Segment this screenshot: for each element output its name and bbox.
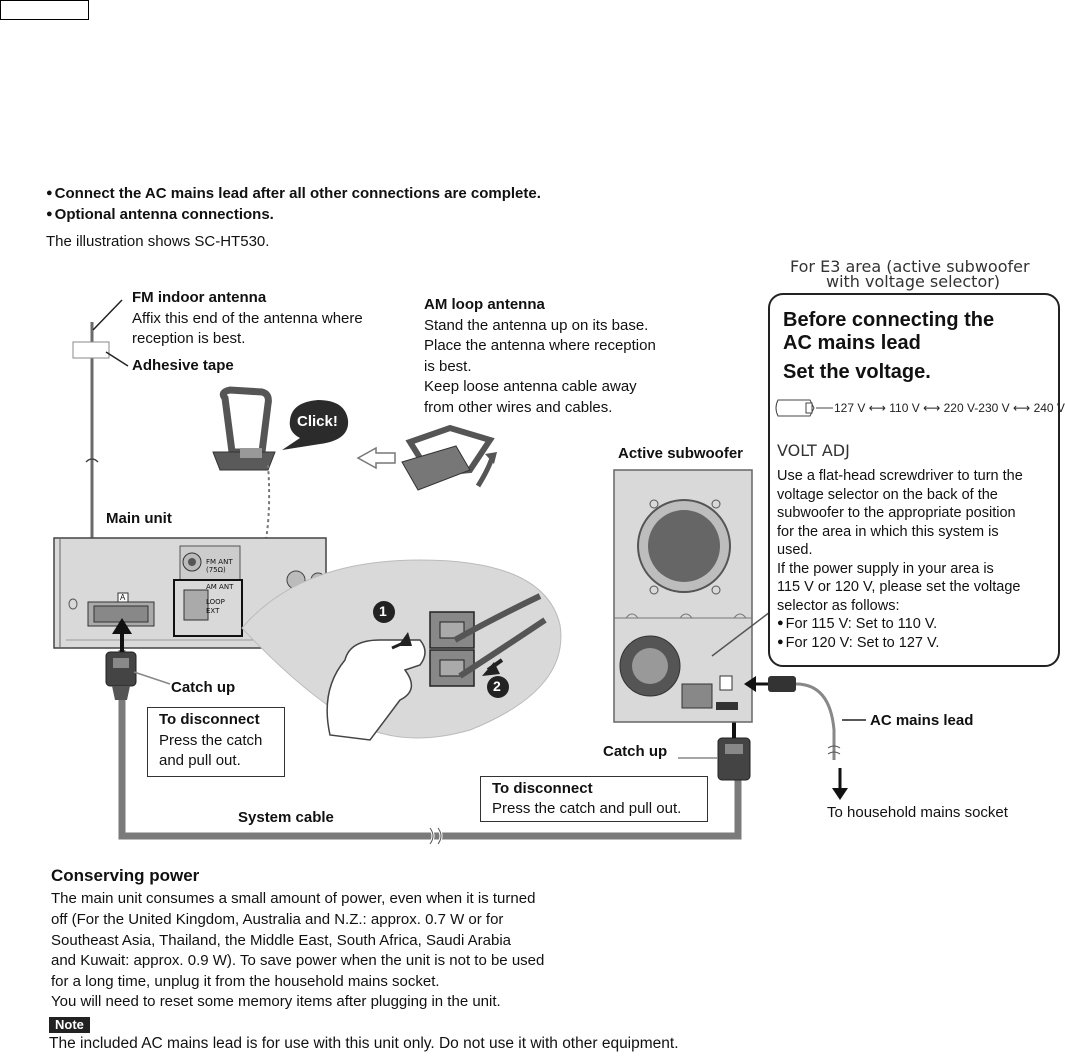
disconnect-left-line1: Press the catch — [159, 732, 263, 749]
am-loop-antenna-standing — [212, 386, 276, 471]
instruction-bullet-1: Connect the AC mains lead after all othe… — [46, 184, 541, 205]
disconnect-right-line1: Press the catch and pull out. — [492, 800, 682, 817]
voltage-220-230: 220 V-230 V — [943, 401, 1010, 415]
am-antenna-line2: Place the antenna where reception — [424, 337, 656, 354]
disconnect-left-line2: and pull out. — [159, 752, 241, 769]
page-marker-box — [0, 0, 89, 20]
click-label: Click! — [297, 413, 338, 430]
disconnect-right-title: To disconnect — [492, 780, 593, 797]
active-subwoofer-label: Active subwoofer — [618, 445, 744, 462]
e3-body-line7: 115 V or 120 V, please set the voltage — [777, 579, 1021, 595]
am-antenna-line5: from other wires and cables. — [424, 399, 613, 416]
ext-text: EXT — [206, 607, 220, 615]
voltage-127: 127 V — [834, 401, 866, 415]
voltage-240: 240 V — [1033, 401, 1065, 415]
ac-mains-lead-label: AC mains lead — [870, 712, 974, 729]
system-cable — [118, 650, 742, 840]
e3-body-line1: Use a flat-head screwdriver to turn the — [777, 468, 1023, 484]
household-socket-label: To household mains socket — [827, 804, 1008, 821]
e3-body-line2: voltage selector on the back of the — [777, 487, 998, 503]
instruction-bullet-2: Optional antenna connections. — [46, 205, 274, 226]
e3-caption-line1: For E3 area (active subwoofer — [790, 257, 1030, 276]
disconnect-box-left: To disconnect Press the catch and pull o… — [147, 707, 285, 777]
click-bubble — [282, 400, 349, 450]
active-subwoofer — [613, 469, 753, 723]
scale-arrow-icon: ⟷ — [923, 401, 941, 415]
note-text: The included AC mains lead is for use wi… — [49, 1035, 679, 1052]
note-badge: Note — [49, 1017, 90, 1033]
e3-title-line3: Set the voltage. — [783, 361, 931, 383]
e3-body-line4: for the area in which this system is — [777, 524, 999, 540]
am-antenna-line4: Keep loose antenna cable away — [424, 378, 637, 395]
main-unit-label: Main unit — [106, 510, 172, 527]
e3-body-line8: selector as follows: — [777, 598, 900, 614]
conserving-line5: for a long time, unplug it from the hous… — [51, 973, 440, 990]
fm-ant-text: FM ANT — [206, 558, 233, 566]
am-antenna-line1: Stand the antenna up on its base. — [424, 317, 649, 334]
system-cable-plug-left — [105, 651, 137, 687]
disconnect-left-title: To disconnect — [159, 711, 260, 728]
zoom-detail-bubble — [241, 559, 562, 741]
e3-body-line3: subwoofer to the appropriate position — [777, 505, 1016, 521]
scale-arrow-icon: ⟷ — [868, 401, 886, 415]
e3-title-line2: AC mains lead — [783, 332, 921, 354]
conserving-power-title: Conserving power — [51, 866, 200, 885]
disconnect-box-right: To disconnect Press the catch and pull o… — [480, 776, 708, 822]
e3-caption-line2: with voltage selector) — [826, 272, 1001, 291]
conserving-line4: and Kuwait: approx. 0.9 W). To save powe… — [51, 952, 545, 969]
adhesive-tape-label: Adhesive tape — [132, 357, 234, 374]
illustration-note: The illustration shows SC-HT530. — [46, 233, 270, 250]
e3-for115: For 115 V: Set to 110 V. — [777, 615, 938, 634]
conserving-line1: The main unit consumes a small amount of… — [51, 890, 536, 907]
step-2-badge — [487, 676, 509, 698]
e3-title-line1: Before connecting the — [783, 309, 995, 331]
catch-up-left-label: Catch up — [171, 679, 236, 696]
catch-up-right-label: Catch up — [603, 743, 668, 760]
scale-arrow-icon: ⟷ — [1013, 401, 1031, 415]
fm-antenna-line1: Affix this end of the antenna where — [132, 310, 363, 327]
adhesive-tape — [72, 341, 110, 359]
voltage-scale: 127 V ⟷ 110 V ⟷ 220 V-230 V ⟷ 240 V — [834, 401, 1065, 415]
fm-antenna-title: FM indoor antenna — [132, 289, 267, 306]
port-a-label: A — [120, 593, 126, 602]
fm-ohm-text: (75Ω) — [206, 566, 226, 574]
step-1-badge — [373, 601, 395, 623]
am-antenna-line3: is best. — [424, 358, 472, 375]
loop-text: LOOP — [206, 598, 225, 606]
e3-voltage-box — [768, 293, 1060, 667]
step-1-label: 1 — [379, 603, 387, 619]
am-antenna-title: AM loop antenna — [424, 296, 545, 313]
conserving-line6: You will need to reset some memory items… — [51, 993, 501, 1010]
e3-body-line6: If the power supply in your area is — [777, 561, 994, 577]
am-ant-port-label: AM ANT LOOP EXT — [206, 583, 233, 616]
am-ant-text: AM ANT — [206, 583, 234, 591]
ac-mains-cable — [795, 682, 836, 760]
direction-arrow — [356, 446, 396, 470]
am-loop-antenna-folded — [401, 424, 497, 491]
voltage-110: 110 V — [889, 401, 920, 415]
volt-adj-label: VOLT ADJ — [777, 441, 850, 460]
fm-ant-port-label: FM ANT (75Ω) — [206, 558, 233, 574]
ac-inlet-plug — [768, 676, 796, 692]
e3-body-line5: used. — [777, 542, 813, 558]
e3-for120: For 120 V: Set to 127 V. — [777, 634, 940, 653]
system-cable-label: System cable — [238, 809, 334, 826]
conserving-line3: Southeast Asia, Thailand, the Middle Eas… — [51, 932, 512, 949]
conserving-line2: off (For the United Kingdom, Australia a… — [51, 911, 504, 928]
fm-antenna-line2: reception is best. — [132, 330, 246, 347]
step-2-label: 2 — [493, 678, 501, 694]
